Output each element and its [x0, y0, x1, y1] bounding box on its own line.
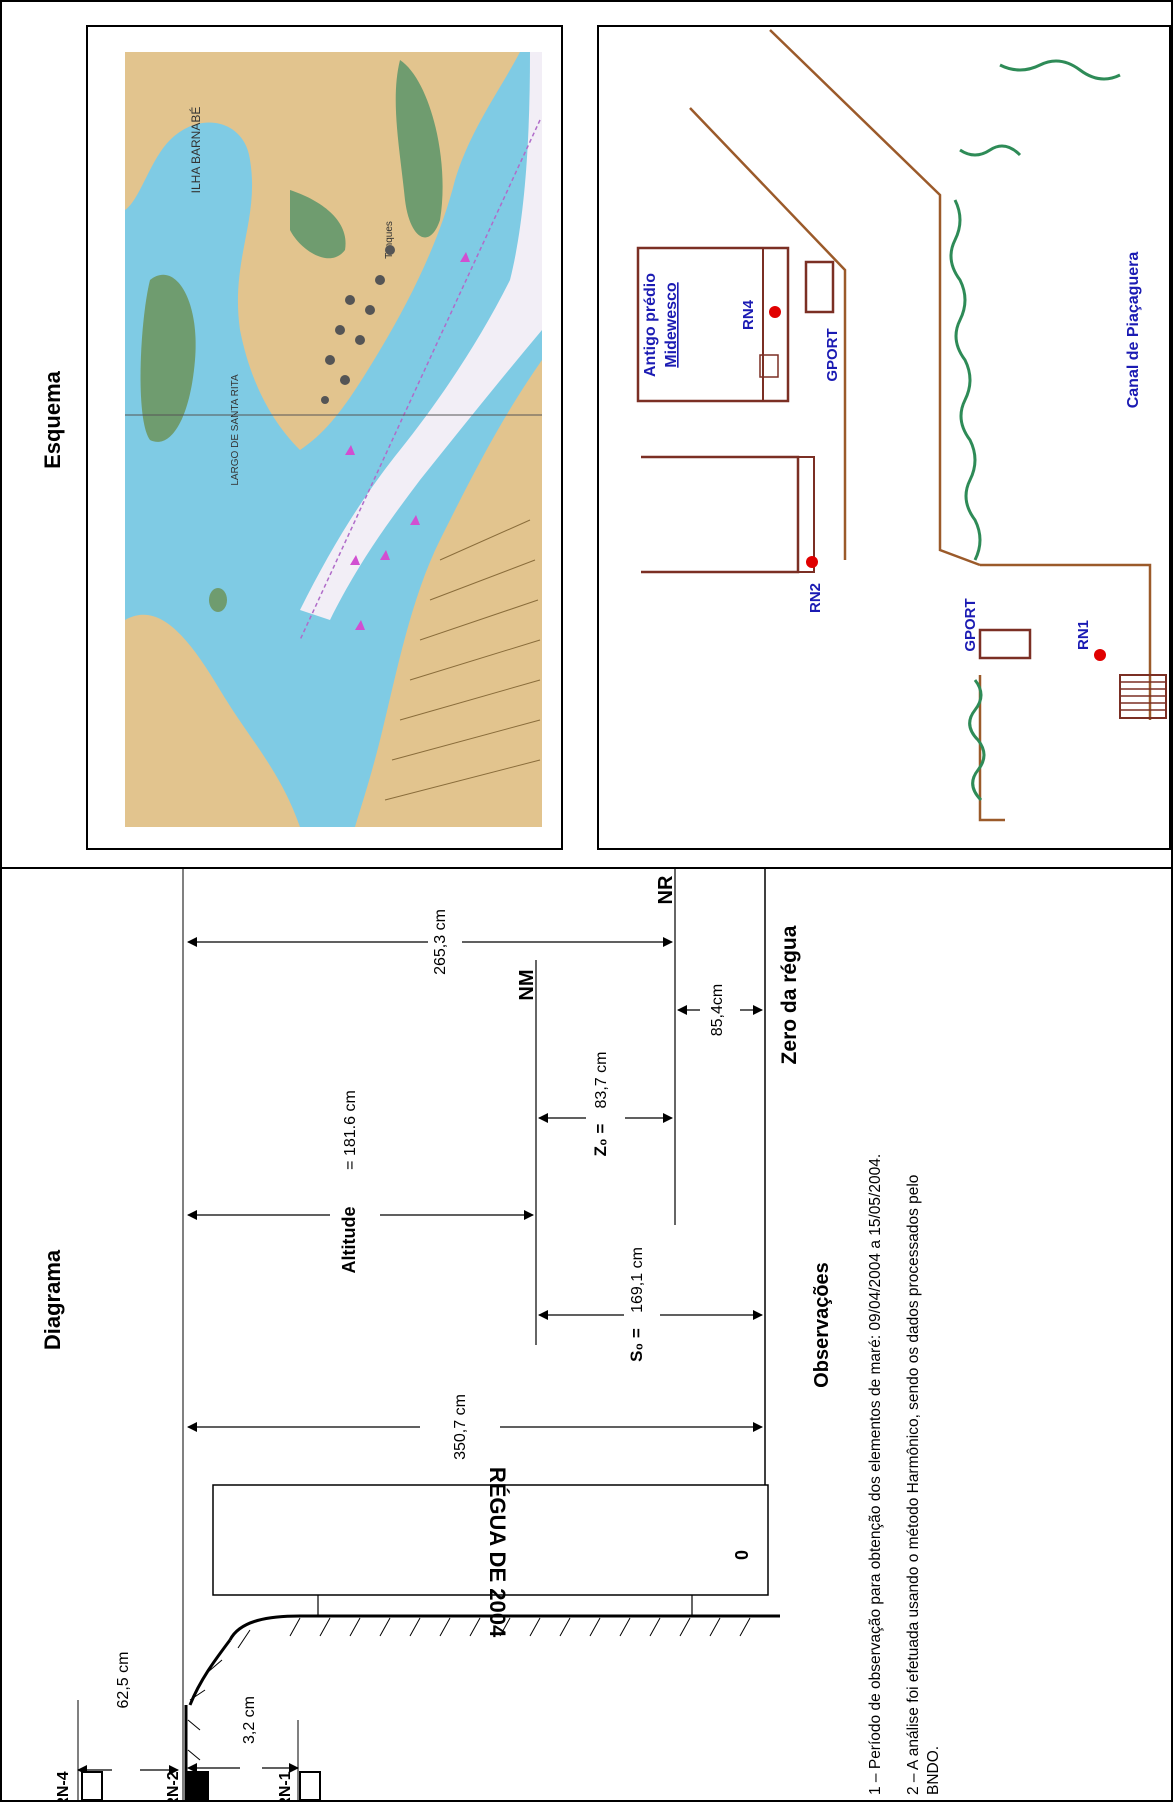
map-nav-markers	[345, 252, 470, 630]
observacao-1: 1 – Período de observação para obtenção …	[867, 1154, 884, 1795]
scheme-quay	[980, 563, 1152, 720]
map-marsh-3	[290, 190, 346, 259]
map-label-tanques: Tanques	[384, 221, 395, 259]
rn2-label: RN-2	[165, 1771, 182, 1802]
vegetation-upper	[949, 59, 1121, 561]
dim-altitude-label: Altitude	[339, 1207, 359, 1274]
dim-625-value: 62,5 cm	[115, 1652, 132, 1709]
scheme-rn4-label: RN4	[740, 299, 757, 330]
map-label-ilha-barnabe: ILHA BARNABÉ	[188, 107, 203, 194]
map-route-line	[299, 119, 541, 641]
tide-staff-zero: 0	[732, 1550, 752, 1560]
scheme-rn2-label: RN2	[807, 583, 824, 613]
nm-label: NM	[516, 969, 538, 1000]
building-2-annex	[797, 456, 815, 573]
scheme-road-1	[689, 107, 847, 560]
map-islet	[209, 588, 227, 612]
rn4-marker	[769, 306, 781, 318]
site-scheme: Antigo prédio Midewesco RN4 GPORT RN2 GP…	[636, 29, 1167, 822]
quay-wall-curve	[188, 1639, 232, 1706]
scheme-stairs-steps	[1120, 681, 1166, 711]
rn4-label: RN-4	[55, 1771, 72, 1802]
nr-label: NR	[655, 875, 677, 904]
scheme-building-label-1: Antigo prédio	[642, 273, 659, 377]
map-label-largo-santa-rita: LARGO DE SANTA RITA	[230, 374, 241, 486]
rn2-box	[187, 1771, 209, 1801]
esquema-title: Esquema	[40, 370, 65, 469]
map-city-streets	[384, 519, 541, 801]
gport-box-2	[978, 628, 1032, 660]
dim-3507-value: 350,7 cm	[452, 1394, 469, 1460]
scheme-rn1-label: RN1	[1075, 620, 1092, 650]
rn1-marker	[1094, 649, 1106, 661]
dim-854-value: 85,4cm	[709, 984, 726, 1036]
gport-box-1	[804, 260, 835, 314]
building-midewesco-annex	[762, 247, 789, 402]
scheme-gport-label-2: GPORT	[962, 598, 979, 651]
rn1-box	[299, 1771, 321, 1801]
dim-altitude-value: = 181.6 cm	[342, 1090, 359, 1170]
observacoes-title: Observações	[811, 1262, 833, 1388]
map-land-city	[355, 360, 542, 827]
map-channel	[300, 52, 542, 620]
vegetation-lower	[968, 679, 986, 802]
dim-32-value: 3,2 cm	[241, 1696, 258, 1744]
ground-hatch	[187, 1617, 751, 1791]
map-land-southwest	[125, 614, 300, 827]
scheme-gport-label-1: GPORT	[824, 328, 841, 381]
quay-wall-top	[228, 1614, 780, 1641]
dim-z0-value: 83,7 cm	[593, 1052, 610, 1109]
map-tank-dots	[321, 245, 395, 404]
site-scheme-frame	[597, 25, 1171, 850]
dim-265-value: 265,3 cm	[432, 909, 449, 975]
observacao-2b: BNDO.	[925, 1746, 942, 1795]
dim-s0-value: 169,1 cm	[629, 1247, 646, 1313]
observacao-2a: 2 – A análise foi efetuada usando o méto…	[905, 1175, 922, 1795]
tide-staff	[212, 1484, 769, 1596]
scheme-quay-lower	[978, 675, 1005, 822]
building-midewesco-door	[759, 354, 779, 378]
scheme-road-2	[769, 29, 981, 567]
map-marsh-2	[395, 60, 443, 238]
dim-s0-label: S₀ =	[627, 1328, 646, 1362]
scheme-building-label-2: Midewesco	[663, 282, 680, 368]
diagrama-title: Diagrama	[40, 1249, 65, 1350]
rn4-box	[81, 1771, 103, 1801]
nautical-map: ILHA BARNABÉ LARGO DE SANTA RITA Tanques	[125, 52, 542, 827]
tide-staff-label: RÉGUA DE 2004	[485, 1467, 510, 1638]
scheme-canal-label: Canal de Piaçaguera	[1125, 252, 1142, 409]
rn2-marker	[806, 556, 818, 568]
dimension-arrows	[77, 937, 763, 1775]
map-marsh-1	[140, 274, 196, 442]
zero-regua-label: Zero da régua	[778, 925, 801, 1064]
dim-z0-label: Z₀ =	[591, 1124, 610, 1157]
rn1-label: RN-1	[277, 1771, 294, 1802]
